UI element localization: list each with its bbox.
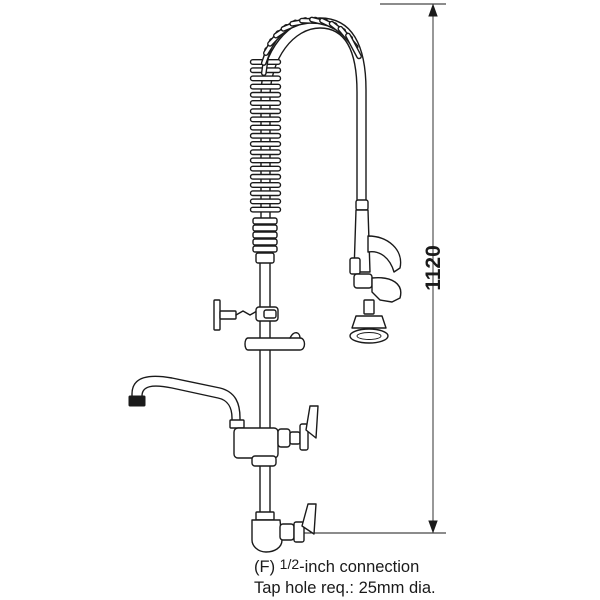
connection-fraction: 1/2 [279, 556, 300, 572]
spring-coil-turn [249, 181, 282, 188]
lower-lever-handle [301, 503, 317, 535]
tap-hole-caption: Tap hole req.: 25mm dia. [254, 579, 436, 597]
upper-mixing-valve [229, 405, 319, 467]
spring-coil-turn [249, 157, 282, 164]
dimension-label: 1120 [422, 245, 445, 291]
spring-coil-turn [249, 108, 282, 115]
dimension-arrow-bottom [428, 520, 438, 534]
riser-pipe [259, 239, 271, 515]
wall-bracket [213, 299, 279, 331]
connection-caption: (F) 1/2-inch connection [254, 556, 420, 577]
spring-coil-turn [249, 116, 282, 123]
spring-coil-turn [249, 165, 282, 172]
spring-coil-turn [249, 173, 282, 180]
spring-coil-turn [249, 140, 282, 147]
dimension-arrow-top [428, 3, 438, 17]
spray-valve-trigger-handle [367, 235, 402, 273]
connection-prefix: (F) [254, 558, 280, 576]
height-dimension: 1120 [290, 3, 446, 534]
spring-coil-turn [249, 190, 282, 197]
spring-coil-turn [249, 124, 282, 131]
spring-coil-turn [249, 198, 282, 205]
spring-coil-turn [249, 99, 282, 106]
spring-coil-turn [249, 206, 282, 213]
spring-coil-turn [249, 149, 282, 156]
spring-coil-turn [249, 75, 282, 82]
spray-hook [244, 332, 306, 351]
spray-valve-head [349, 199, 402, 344]
spring-coil-turn [249, 132, 282, 139]
spring-coil-turn [249, 91, 282, 98]
spring-coil [249, 16, 362, 213]
spring-coil-turn [345, 32, 362, 60]
lower-inlet-valve [251, 503, 317, 553]
add-on-faucet-spout [128, 375, 241, 425]
aerator-tip [128, 395, 146, 407]
spring-base-collar [252, 217, 278, 264]
spring-coil-turn [249, 83, 282, 90]
connection-suffix: -inch connection [299, 558, 420, 576]
upper-lever-handle [305, 405, 319, 439]
